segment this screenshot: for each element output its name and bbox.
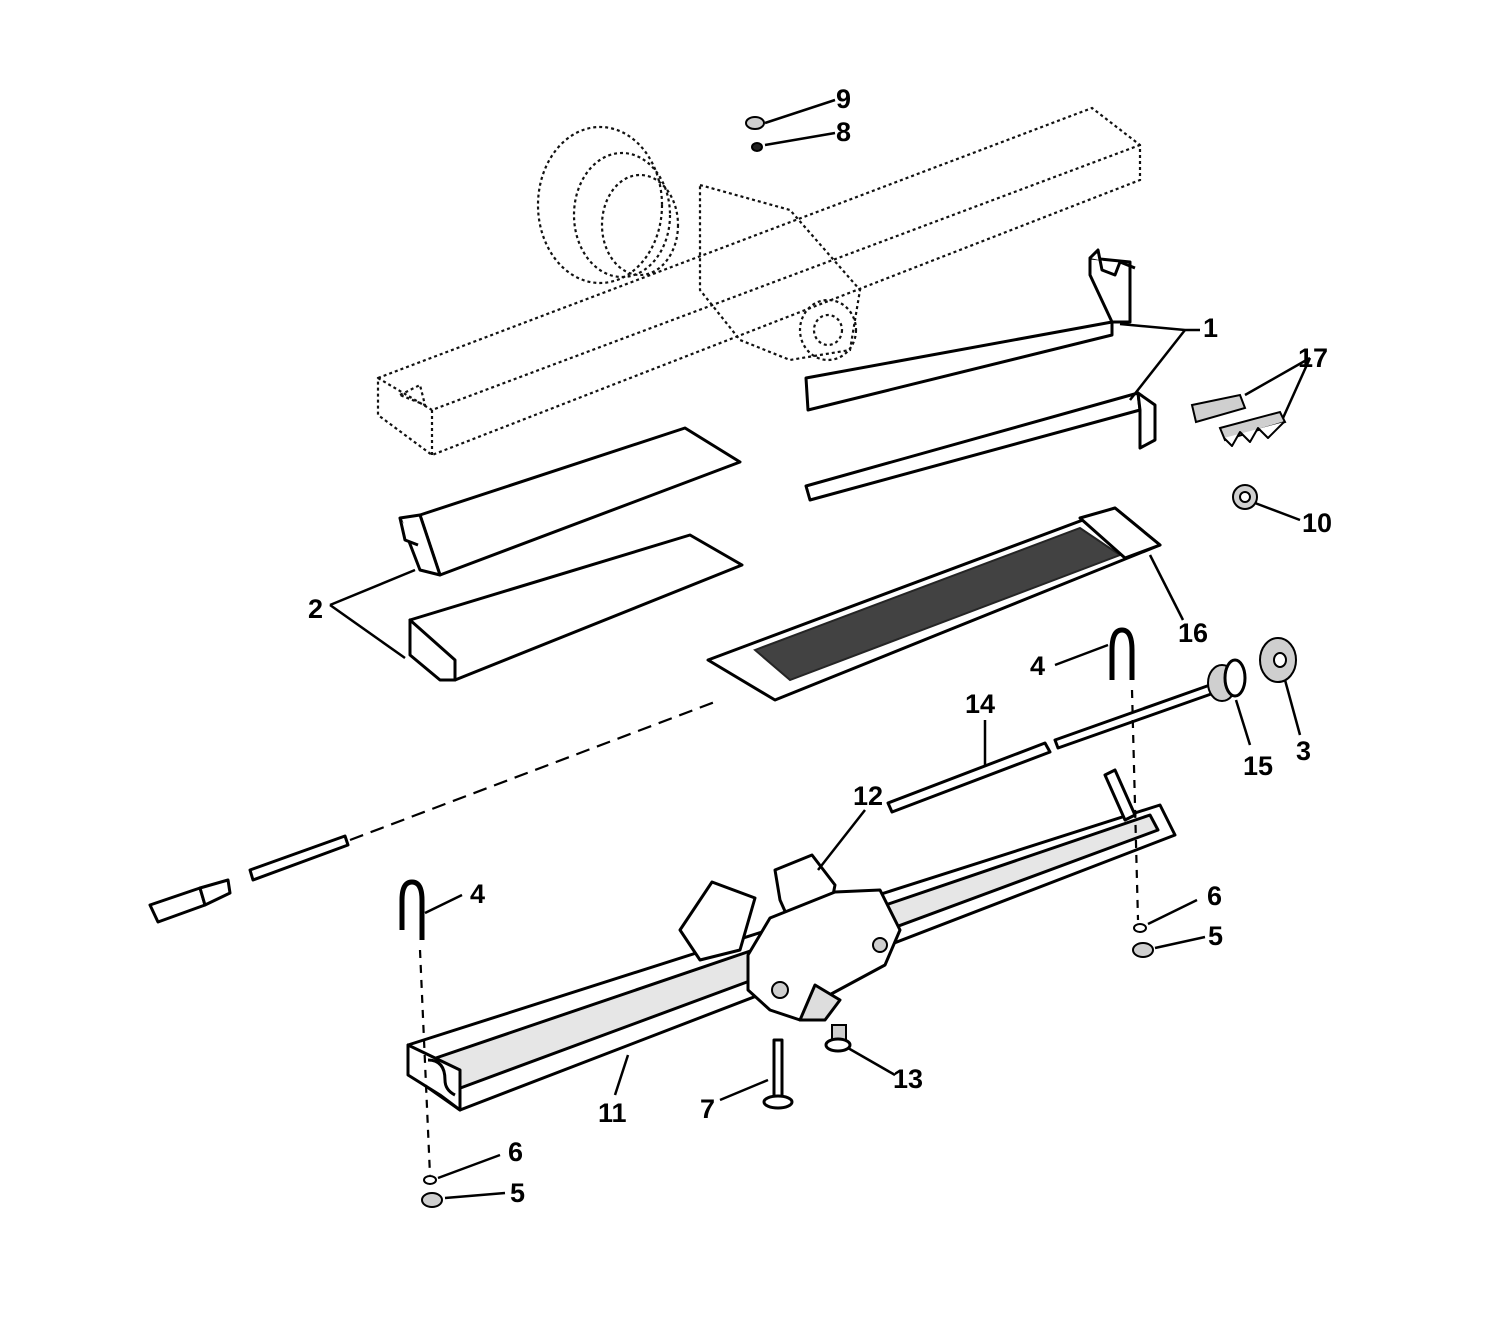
callout-10: 10 xyxy=(1302,508,1332,538)
callout-14: 14 xyxy=(965,689,995,719)
callout-15: 15 xyxy=(1243,751,1273,781)
callout-3: 3 xyxy=(1296,736,1311,766)
part-10-nut xyxy=(1232,484,1258,510)
part-16-rack xyxy=(706,506,1162,702)
callout-17: 17 xyxy=(1298,343,1328,373)
part-1-plates xyxy=(804,248,1157,502)
callout-13: 13 xyxy=(893,1064,923,1094)
callout-16: 16 xyxy=(1178,618,1208,648)
callout-8: 8 xyxy=(836,117,851,147)
callout-6a: 6 xyxy=(1207,881,1222,911)
part-3-wheel xyxy=(1259,637,1297,683)
part-14-rod xyxy=(886,741,1052,814)
callout-4a: 4 xyxy=(1030,651,1045,681)
part-12-carriage xyxy=(678,853,902,1022)
part-13-screw xyxy=(824,1024,852,1053)
callout-5b: 5 xyxy=(510,1178,525,1208)
callout-12: 12 xyxy=(853,781,883,811)
callout-5a: 5 xyxy=(1208,921,1223,951)
part-4-ubolts xyxy=(399,627,1135,940)
leader-lines xyxy=(329,98,1312,1200)
part-7-bolt xyxy=(762,1038,794,1110)
callout-9: 9 xyxy=(836,84,851,114)
callout-11: 11 xyxy=(598,1098,627,1128)
parts-8-9-washers xyxy=(745,116,765,152)
callout-4b: 4 xyxy=(470,879,485,909)
callout-7: 7 xyxy=(700,1094,715,1124)
callout-2: 2 xyxy=(308,594,323,624)
ghost-arm-assembly xyxy=(376,106,1142,457)
callouts: 1 2 3 4 4 5 5 6 6 7 8 9 10 11 12 13 14 1… xyxy=(308,84,1332,1208)
parts-5-6-hardware xyxy=(421,923,1154,1208)
part-15-shaft xyxy=(1053,658,1247,750)
part-17-clips xyxy=(1190,393,1287,447)
alignment-lines xyxy=(349,689,1140,1176)
part-2-plates xyxy=(398,426,744,682)
callout-1: 1 xyxy=(1203,313,1218,343)
pin-and-sleeve xyxy=(148,834,350,924)
callout-6b: 6 xyxy=(508,1137,523,1167)
